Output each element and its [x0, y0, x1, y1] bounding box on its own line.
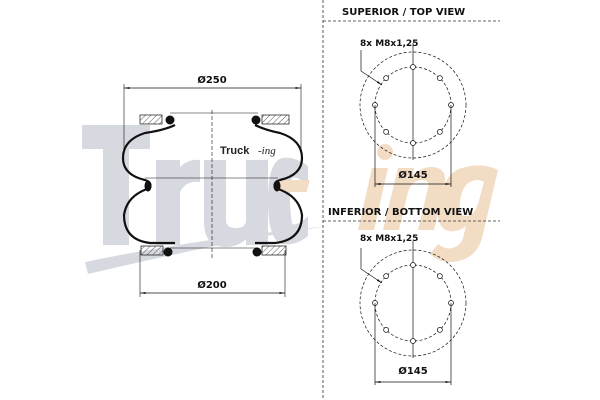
bottom-view-outer-circle: [359, 249, 467, 357]
bottom-diameter-label: Ø200: [197, 279, 226, 291]
bottom-view-plate: [359, 241, 467, 385]
bottom-view-bolt-hole: [410, 338, 416, 344]
top-view-bolt-hole: [437, 75, 443, 81]
side-view: [121, 84, 304, 297]
top-view-bolts: 8x M8x1,25: [360, 39, 418, 49]
bottom-view-bolt-hole: [437, 273, 443, 279]
logo-main: Truck: [220, 145, 250, 157]
logo-suffix: -ing: [258, 145, 276, 157]
bottom-view-bolt-hole: [383, 327, 389, 333]
top-view-plate: [359, 43, 467, 187]
top-diameter-label: Ø250: [197, 74, 226, 86]
top-view-bolt-hole: [383, 75, 389, 81]
watermark-suffix-graphic: [276, 144, 498, 262]
top-view-diameter: Ø145: [398, 169, 427, 181]
bottom-view-bolt-hole: [383, 273, 389, 279]
bottom-view-bolts: 8x M8x1,25: [360, 234, 418, 244]
bottom-view-bolt-hole: [437, 327, 443, 333]
top-view-bolt-hole: [383, 129, 389, 135]
top-view-bolt-hole: [437, 129, 443, 135]
top-view-bolt-hole: [410, 140, 416, 146]
top-view-bolt-hole: [410, 64, 416, 70]
top-view-outer-circle: [359, 51, 467, 159]
top-view-title: SUPERIOR / TOP VIEW: [342, 7, 465, 18]
top-view-bolt-leader: [360, 50, 383, 86]
bottom-view-title: INFERIOR / BOTTOM VIEW: [328, 207, 473, 218]
bottom-view-bolt-leader: [360, 248, 383, 284]
watermark-main-graphic: [82, 125, 308, 247]
bottom-view-bolt-hole: [410, 262, 416, 268]
watermark: [82, 125, 498, 274]
bottom-view-diameter: Ø145: [398, 365, 427, 377]
